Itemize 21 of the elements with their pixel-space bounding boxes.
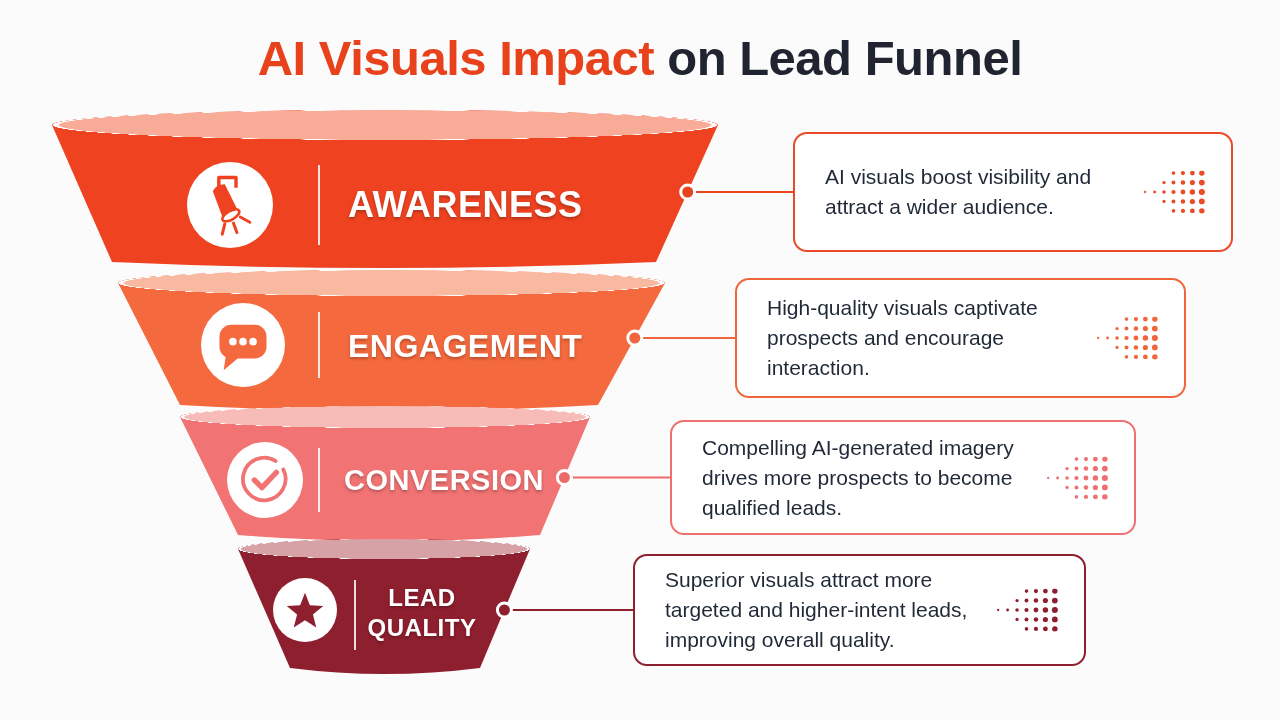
stage-label: CONVERSION [344, 463, 544, 497]
callout-text: AI visuals boost visibility and attract a wider audience. [825, 164, 1093, 220]
callout-box [735, 278, 1186, 398]
stage-label: ENGAGEMENT [348, 327, 583, 365]
leader-line [495, 601, 634, 619]
callout-box [793, 132, 1233, 252]
title: AI Visuals Impact on Lead Funnel [256, 30, 1024, 87]
callout-box [670, 420, 1136, 535]
funnel-section [180, 406, 590, 541]
stage-label: AWARENESS [348, 184, 583, 226]
callout-box [633, 554, 1086, 666]
callout-text: Compelling AI-generated imagery drives more prospects to become qualified leads. [702, 434, 1015, 521]
callout-text: High-quality visuals captivate prospects and encourage interaction. [767, 295, 1039, 381]
funnel-section [118, 270, 665, 411]
stage-label: LEAD QUALITY [366, 583, 478, 643]
funnel-section [238, 539, 530, 674]
callout-text: Superior visuals attract more targeted and higher-intent leads, improving overall quality. [665, 567, 969, 653]
leader-line [626, 329, 736, 347]
leader-line [679, 183, 794, 201]
leader-line [555, 469, 671, 486]
funnel-section [52, 110, 718, 268]
